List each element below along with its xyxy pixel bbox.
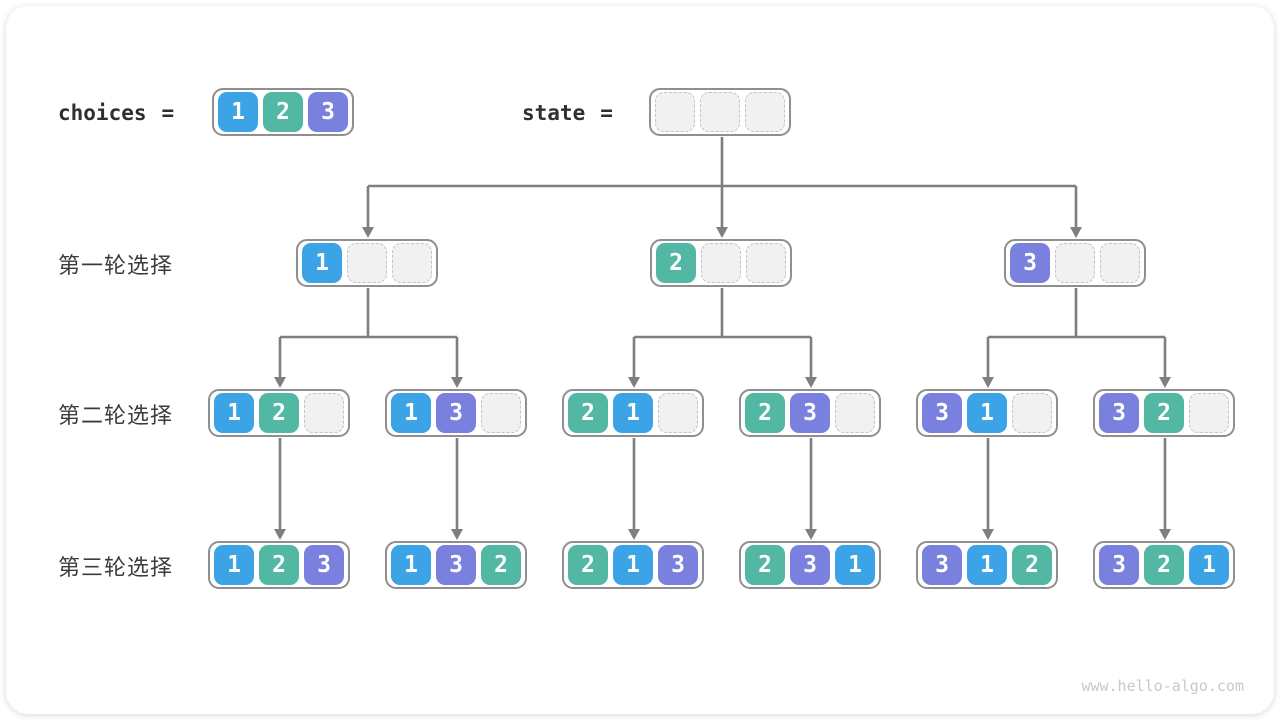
state-cell: 1 <box>391 393 431 433</box>
node-r3-231: 2 3 1 <box>739 541 881 589</box>
state-cell: 3 <box>1099 393 1139 433</box>
state-cell: 2 <box>1144 393 1184 433</box>
choices-label-group: choices = <box>58 88 174 137</box>
state-cell <box>304 393 344 433</box>
state-cell: 1 <box>613 393 653 433</box>
node-r1-2: 2 <box>650 239 792 287</box>
state-cell: 1 <box>967 545 1007 585</box>
state-cell: 2 <box>745 545 785 585</box>
state-cell: 3 <box>658 545 698 585</box>
node-r3-132: 1 3 2 <box>385 541 527 589</box>
state-cell <box>655 92 695 132</box>
node-r3-123: 1 2 3 <box>208 541 350 589</box>
node-r3-321: 3 2 1 <box>1093 541 1235 589</box>
state-cell <box>392 243 432 283</box>
state-equals-sign: = <box>600 100 613 125</box>
state-array <box>649 88 791 136</box>
state-cell: 2 <box>1012 545 1052 585</box>
choices-cell: 2 <box>263 92 303 132</box>
state-cell <box>746 243 786 283</box>
state-cell: 2 <box>745 393 785 433</box>
state-label-group: state = <box>522 88 613 137</box>
state-cell <box>745 92 785 132</box>
state-cell <box>347 243 387 283</box>
node-r2-23: 2 3 <box>739 389 881 437</box>
state-cell <box>1055 243 1095 283</box>
choices-array: 1 2 3 <box>212 88 354 136</box>
state-cell: 3 <box>790 393 830 433</box>
state-cell: 1 <box>302 243 342 283</box>
state-cell: 3 <box>1010 243 1050 283</box>
state-cell: 2 <box>568 545 608 585</box>
state-cell <box>1100 243 1140 283</box>
state-cell: 2 <box>481 545 521 585</box>
node-r2-12: 1 2 <box>208 389 350 437</box>
state-cell <box>701 243 741 283</box>
state-label: state <box>522 100 586 125</box>
round1-label: 第一轮选择 <box>58 252 174 278</box>
round3-label: 第三轮选择 <box>58 554 174 580</box>
state-cell: 3 <box>304 545 344 585</box>
watermark: www.hello-algo.com <box>1081 677 1244 695</box>
state-cell: 3 <box>922 545 962 585</box>
choices-equals-sign: = <box>161 100 175 125</box>
state-cell: 1 <box>835 545 875 585</box>
state-cell <box>481 393 521 433</box>
state-cell: 2 <box>1144 545 1184 585</box>
state-cell: 1 <box>214 393 254 433</box>
state-cell <box>835 393 875 433</box>
state-cell: 3 <box>436 393 476 433</box>
state-cell <box>1189 393 1229 433</box>
choices-label: choices <box>58 100 147 125</box>
node-r2-31: 3 1 <box>916 389 1058 437</box>
state-cell: 1 <box>967 393 1007 433</box>
state-cell: 1 <box>1189 545 1229 585</box>
state-cell: 2 <box>656 243 696 283</box>
state-cell: 2 <box>259 393 299 433</box>
node-r2-13: 1 3 <box>385 389 527 437</box>
node-r2-21: 2 1 <box>562 389 704 437</box>
round2-label: 第二轮选择 <box>58 402 174 428</box>
node-r1-3: 3 <box>1004 239 1146 287</box>
state-cell <box>658 393 698 433</box>
state-cell: 1 <box>214 545 254 585</box>
state-cell: 2 <box>568 393 608 433</box>
state-cell: 1 <box>391 545 431 585</box>
state-cell <box>1012 393 1052 433</box>
choices-cell: 1 <box>218 92 258 132</box>
state-cell: 3 <box>922 393 962 433</box>
state-cell: 1 <box>613 545 653 585</box>
node-r2-32: 3 2 <box>1093 389 1235 437</box>
node-r3-312: 3 1 2 <box>916 541 1058 589</box>
state-cell: 2 <box>259 545 299 585</box>
node-r3-213: 2 1 3 <box>562 541 704 589</box>
state-cell: 3 <box>436 545 476 585</box>
choices-cell: 3 <box>308 92 348 132</box>
state-cell: 3 <box>1099 545 1139 585</box>
state-cell: 3 <box>790 545 830 585</box>
node-r1-1: 1 <box>296 239 438 287</box>
state-cell <box>700 92 740 132</box>
